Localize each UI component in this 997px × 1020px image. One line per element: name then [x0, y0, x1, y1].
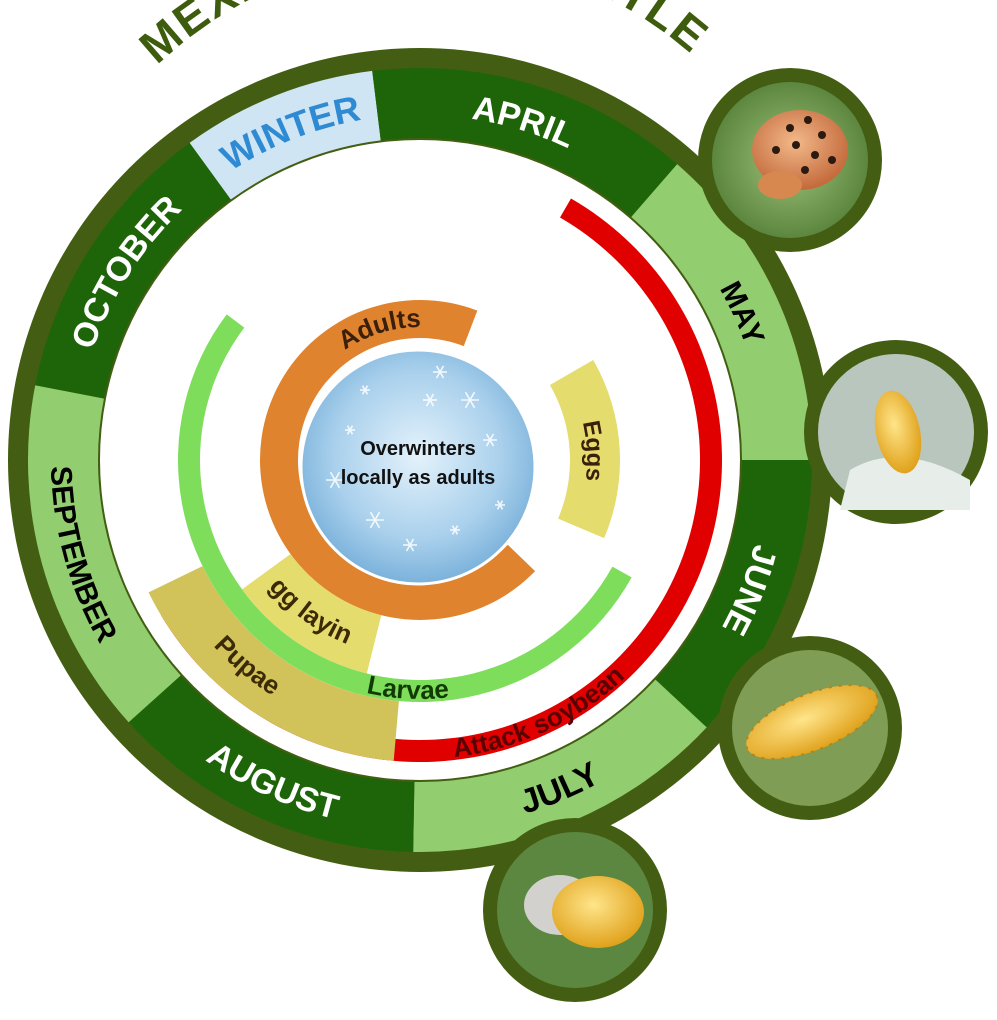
photo-pupa-on-leaf [804, 340, 988, 524]
photo-adult-beetle [698, 68, 882, 252]
stage-label-larvae: Larvae [365, 669, 450, 705]
photo-larva-on-leaf [718, 636, 902, 820]
center-text-line-2: locally as adults [341, 467, 496, 489]
photo-larva-molting [483, 818, 667, 1002]
center-circle: Overwinters locally as adults [301, 350, 535, 584]
stage-label-eggs: Eggs [577, 418, 608, 482]
center-text-line-1: Overwinters [360, 438, 476, 460]
